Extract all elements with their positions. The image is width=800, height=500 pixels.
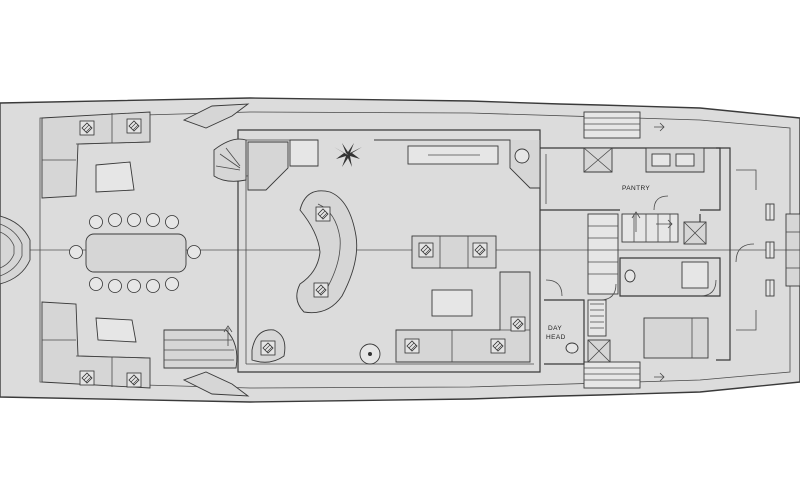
head-wall [619, 257, 721, 297]
forward-seats [765, 203, 800, 297]
forward-cabinet [374, 139, 541, 189]
forward-partition [716, 147, 731, 361]
sofa-top-left [41, 111, 151, 199]
palm-tree-icon [334, 143, 362, 167]
curved-sofa [296, 190, 358, 314]
door-swing-icon [735, 243, 755, 263]
side-step-bottom [182, 371, 250, 397]
cabinet-top [289, 139, 319, 167]
l-sofa-salon [395, 271, 531, 363]
arrow-icon [654, 372, 665, 382]
day-head-label-2: HEAD [546, 334, 566, 341]
table-bottom [95, 317, 137, 343]
round-stool-top [514, 148, 530, 164]
arrow-icon [223, 325, 233, 346]
wardrobe-hatch [587, 299, 607, 337]
cabin-bed [643, 317, 709, 359]
locker-2 [587, 339, 611, 363]
day-head-wall [544, 299, 585, 365]
dining-table [69, 213, 201, 293]
toilet-head [624, 269, 636, 283]
sofa-bottom-left [41, 301, 151, 389]
forward-stair [587, 211, 679, 295]
sofa-center [411, 235, 497, 269]
toilet-day-head [565, 342, 579, 354]
door-swing-icon [699, 279, 717, 297]
shower-head [681, 261, 709, 289]
door-swing-icon [653, 195, 669, 211]
bow-fitting [0, 215, 31, 285]
arrow-icon [631, 211, 641, 232]
arrow-icon [654, 122, 665, 132]
table-top [95, 161, 135, 193]
armchair-round [251, 329, 286, 363]
door-swing-icon [545, 279, 563, 297]
arrow-icon [656, 219, 673, 229]
door-swing-icon [599, 283, 617, 301]
round-side-table [359, 343, 381, 365]
side-passage-bottom [583, 361, 665, 389]
cabinet-left [247, 141, 289, 191]
side-step-top [182, 103, 250, 129]
coffee-table [431, 289, 473, 317]
day-head-label-1: DAY [548, 325, 562, 332]
pantry-label: PANTRY [622, 185, 650, 192]
salon-wall [237, 129, 541, 373]
side-passage-top [583, 111, 665, 139]
aft-stair [163, 325, 238, 369]
locker-1 [683, 221, 707, 245]
deck-edge-line [39, 111, 791, 389]
